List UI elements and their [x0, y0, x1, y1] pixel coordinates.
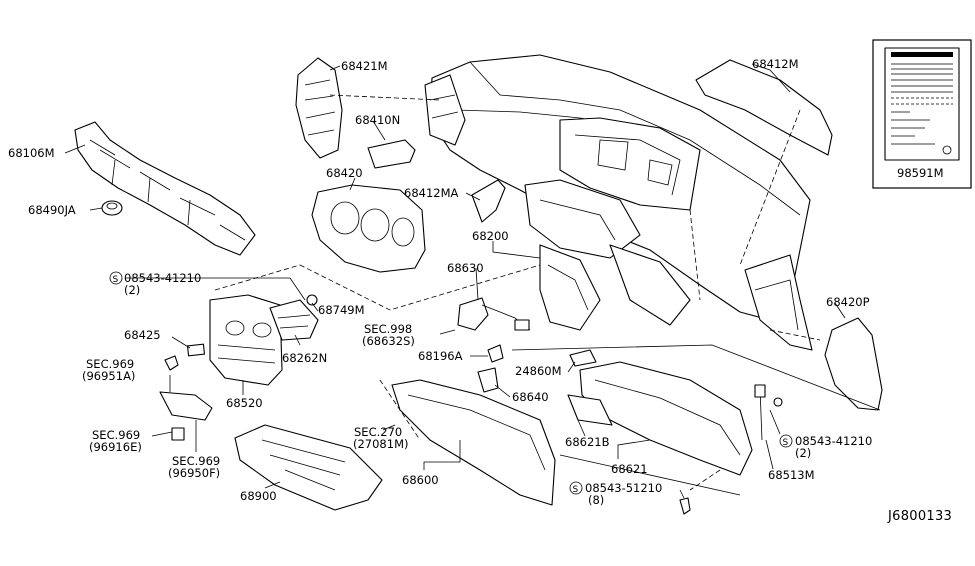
label-68262n: 68262N: [282, 351, 327, 365]
label-68749m: 68749M: [318, 303, 365, 317]
screw-symbol: S: [573, 485, 579, 495]
part-68420p-illustration: [824, 317, 883, 411]
label-68196a: 68196A: [418, 349, 463, 363]
part-68421m-illustration: [295, 57, 343, 159]
label-68410n: 68410N: [355, 113, 400, 127]
label-08543-41210-a: 08543-41210: [124, 271, 201, 285]
label-sec969-c: SEC.969: [172, 454, 220, 468]
label-08543-41210-b-qty: (2): [795, 446, 811, 460]
label-68425: 68425: [124, 328, 161, 342]
part-68425-illustration: [186, 343, 206, 357]
dashed-guide-lines: [214, 94, 881, 496]
label-68900: 68900: [240, 489, 277, 503]
part-68420-illustration: [311, 184, 426, 273]
part-68630-illustration: [457, 297, 531, 331]
part-68262n-illustration: [269, 299, 319, 341]
part-68621-illustration: [567, 361, 753, 476]
label-68412ma: 68412MA: [404, 186, 459, 200]
instrument-panel-illustration: [424, 54, 813, 351]
label-68412m: 68412M: [752, 57, 799, 71]
label-08543-51210-qty: (8): [588, 493, 604, 507]
part-68490ja-illustration: [101, 200, 123, 216]
label-68621: 68621: [611, 462, 648, 476]
label-08543-41210-b: 08543-41210: [795, 434, 872, 448]
label-68490ja: 68490JA: [28, 203, 76, 217]
part-68749m-illustration: [306, 294, 318, 306]
part-68640-illustration: [477, 344, 504, 393]
part-68412m-illustration: [695, 59, 833, 156]
screw-symbol: S: [113, 275, 119, 285]
label-inset-98591m: 98591M: [872, 39, 972, 189]
label-sec998: SEC.998: [364, 322, 412, 336]
label-98591m: 98591M: [897, 166, 944, 180]
label-sec969-c-ref: (96950F): [168, 466, 220, 480]
part-68513m-illustration: [754, 384, 783, 441]
screw-illustration: [679, 497, 691, 515]
label-sec969-a-ref: (96951A): [82, 369, 135, 383]
label-sec969-b: SEC.969: [92, 428, 140, 442]
part-68600-illustration: [391, 379, 556, 506]
label-08543-41210-a-qty: (2): [124, 283, 140, 297]
screw-symbol: S: [783, 438, 789, 448]
label-sec998-ref: (68632S): [362, 334, 415, 348]
screw-spec-08543-41210-b: S 08543-41210 (2): [779, 434, 872, 460]
label-68200: 68200: [472, 229, 509, 243]
label-sec969-a: SEC.969: [86, 357, 134, 371]
label-68106m: 68106M: [8, 146, 55, 160]
leader-lines: [64, 63, 846, 499]
part-labels: 68421M 68412M 68106M 68410N 68490JA 6842…: [8, 57, 872, 507]
screw-spec-08543-51210: S 08543-51210 (8): [569, 481, 662, 507]
sec969-parts-illustration: [159, 355, 213, 441]
label-sec270-ref: (27081M): [353, 437, 408, 451]
diagram-code: J6800133: [887, 509, 952, 524]
label-68621b: 68621B: [565, 435, 610, 449]
label-68630: 68630: [447, 261, 484, 275]
part-68410n-illustration: [367, 139, 416, 169]
label-68420: 68420: [326, 166, 363, 180]
part-68412ma-illustration: [471, 179, 506, 223]
label-68421m: 68421M: [341, 59, 388, 73]
label-sec270: SEC.270: [354, 425, 402, 439]
label-68600: 68600: [402, 473, 439, 487]
screw-spec-08543-41210-a: S 08543-41210 (2): [109, 271, 201, 297]
label-68520: 68520: [226, 396, 263, 410]
part-68520-illustration: [209, 294, 283, 386]
label-68513m: 68513M: [768, 468, 815, 482]
label-68420p: 68420P: [826, 295, 870, 309]
label-sec969-b-ref: (96916E): [89, 440, 142, 454]
label-68640: 68640: [512, 390, 549, 404]
part-68900-illustration: [234, 424, 383, 511]
part-68106m-illustration: [74, 121, 256, 256]
part-24860m-illustration: [569, 349, 597, 367]
label-08543-51210: 08543-51210: [585, 481, 662, 495]
label-24860m: 24860M: [515, 364, 562, 378]
